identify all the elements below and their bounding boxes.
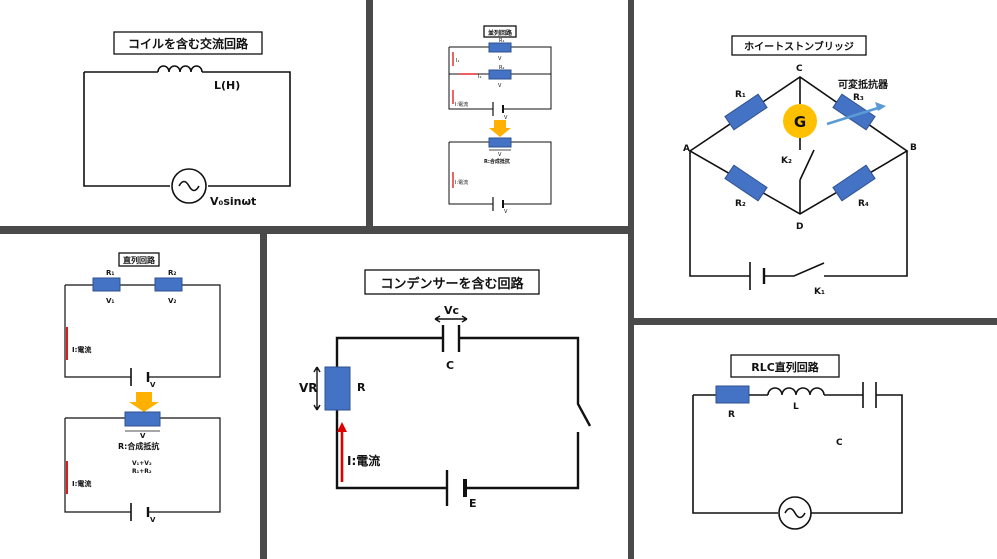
series-combined-label: R:合成抵抗 [118, 441, 159, 451]
series-current-label: I:電流 [72, 345, 91, 354]
k1-label: K₁ [814, 287, 825, 297]
parallel-v-top: V [498, 56, 502, 62]
vr-label: VR [299, 381, 318, 395]
parallel-combined-v: V [498, 152, 502, 158]
parallel-down-arrow [489, 120, 511, 137]
capacitor-current-arrowhead [337, 422, 347, 432]
k2-label: K₂ [781, 156, 792, 166]
galvanometer [783, 104, 817, 138]
inductor-label: L(H) [214, 79, 240, 92]
node-a: A [683, 144, 690, 154]
parallel-combined-resistor [488, 137, 512, 148]
node-d: D [796, 222, 803, 232]
capacitor-current-label: I:電流 [347, 453, 380, 468]
parallel-current-label: I:電流 [455, 101, 468, 108]
bridge-r3 [832, 93, 876, 131]
parallel-r2-label: R₂ [499, 65, 504, 71]
bridge-r2 [724, 164, 768, 202]
rlc-wire [692, 394, 903, 514]
bridge-r1 [724, 93, 768, 131]
series-formula-top: V₁+V₂ [132, 460, 152, 467]
bridge-title-box [731, 35, 867, 56]
series-circuit-panel: 直列回路 R₁ R₂ V₁ V₂ I:電流 V V R:合成抵抗 V₁+V₂ R… [0, 234, 260, 559]
rlc-title: RLC直列回路 [751, 360, 820, 374]
coil-circuit-panel: コイルを含む交流回路 L(H) V₀sinωt [0, 0, 366, 226]
parallel-current2-label: I:電流 [455, 179, 468, 186]
r4-label: R₄ [858, 199, 869, 209]
bridge-r4 [832, 164, 876, 202]
rlc-title-box [730, 354, 840, 378]
parallel-title: 並列回路 [488, 29, 513, 37]
bridge-bottom-wire [689, 151, 908, 277]
series-formula-bottom: R₁+R₂ [132, 468, 152, 475]
rlc-inductor [767, 387, 825, 396]
rlc-l-label: L [793, 402, 799, 412]
bridge-diamond [688, 76, 909, 215]
series-title: 直列回路 [123, 255, 156, 265]
series-battery2-v: V [150, 516, 156, 524]
parallel-battery-v: V [504, 115, 508, 121]
series-title-box [118, 252, 160, 267]
capacitor-wire [335, 336, 592, 490]
vc-label: Vc [444, 304, 459, 317]
bridge-middle-wire [799, 77, 815, 214]
i1-label: I₁ [456, 58, 459, 64]
source-label: V₀sinωt [210, 195, 256, 208]
parallel-r2 [488, 69, 512, 80]
series-r1-label: R₁ [106, 269, 114, 277]
series-r2 [154, 277, 183, 292]
parallel-title-box [483, 25, 517, 38]
r2-label: R₂ [735, 199, 746, 209]
r3-label: R₃ [853, 93, 864, 103]
series-battery-v: V [150, 381, 156, 389]
capacitor-circuit-panel: コンデンサーを含む回路 Vc C VR R I:電流 E [267, 234, 628, 559]
node-b: B [910, 143, 917, 153]
e-label: E [469, 497, 477, 510]
sine-symbol [178, 180, 200, 192]
parallel-circuit-panel: 並列回路 R₁ R₂ V V I₁ I₂ I:電流 V V R:合成抵抗 I:電… [373, 0, 628, 226]
series-v2-label: V₂ [168, 297, 176, 305]
parallel-r1-label: R₁ [499, 38, 504, 44]
vc-arrow [434, 315, 468, 323]
rlc-ac-source [778, 496, 812, 530]
i2-label: I₂ [478, 74, 481, 80]
vr-arrow [313, 366, 321, 411]
series-down-arrow [129, 392, 159, 412]
rlc-resistor [715, 385, 750, 404]
r1-label: R₁ [735, 90, 746, 100]
capacitor-title-box [364, 269, 540, 295]
capacitor-title: コンデンサーを含む回路 [380, 276, 524, 292]
series-r1 [92, 277, 121, 292]
series-combined-v: V [140, 432, 146, 440]
inductor-coil [157, 65, 203, 73]
series-wire [64, 284, 221, 378]
variable-resistor-arrowhead [875, 102, 886, 111]
r-label: R [357, 381, 366, 394]
rlc-c-label: C [836, 438, 843, 448]
bridge-title: ホイートストンブリッジ [744, 40, 854, 53]
galvanometer-label: G [794, 113, 806, 131]
variable-resistor-label: 可変抵抗器 [838, 78, 889, 91]
series-v1-label: V₁ [106, 297, 114, 305]
coil-wire [83, 71, 291, 187]
series-current2-label: I:電流 [72, 479, 91, 488]
variable-resistor-arrow [826, 106, 879, 126]
ac-source [171, 168, 207, 204]
rlc-circuit-panel: RLC直列回路 R L C [634, 325, 997, 559]
coil-title-box [113, 31, 263, 55]
capacitor-circuit-resistor [324, 366, 351, 411]
coil-title: コイルを含む交流回路 [128, 36, 249, 51]
parallel-v-mid: V [498, 83, 502, 89]
parallel-battery2-v: V [504, 209, 508, 215]
node-c: C [796, 64, 803, 74]
parallel-combined-label: R:合成抵抗 [484, 158, 510, 165]
rlc-sine-symbol [784, 507, 806, 519]
series-combined-resistor [124, 411, 161, 427]
rlc-r-label: R [728, 410, 735, 420]
c-label: C [446, 359, 454, 372]
bridge-panel: ホイートストンブリッジ G A B C D R₁ R₂ R₃ R₄ 可変抵抗器 … [634, 0, 997, 318]
series-r2-label: R₂ [168, 269, 176, 277]
parallel-r1 [488, 42, 512, 53]
